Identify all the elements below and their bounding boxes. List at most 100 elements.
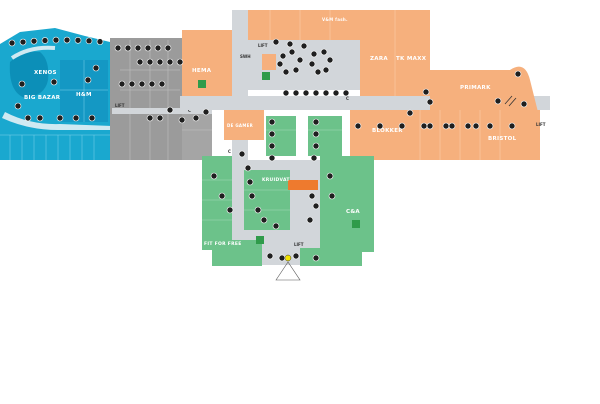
unit-pin[interactable] [272, 222, 280, 230]
unit-pin[interactable] [166, 106, 174, 114]
unit-pin[interactable] [146, 114, 154, 122]
unit-pin[interactable] [310, 154, 318, 162]
unit-pin[interactable] [292, 66, 300, 74]
unit-pin[interactable] [308, 60, 316, 68]
unit-pin[interactable] [422, 88, 430, 96]
unit-pin[interactable] [96, 38, 104, 45]
unit-pin[interactable] [36, 114, 44, 122]
unit-pin[interactable] [300, 42, 308, 50]
unit-pin[interactable] [426, 98, 434, 106]
unit-pin[interactable] [244, 164, 252, 172]
unit-pin[interactable] [8, 39, 16, 47]
unit-pin[interactable] [260, 216, 268, 224]
unit-pin[interactable] [128, 80, 136, 88]
unit-pin[interactable] [114, 44, 122, 52]
unit-pin[interactable] [74, 36, 82, 44]
unit-pin[interactable] [138, 80, 146, 88]
unit-pin[interactable] [52, 36, 60, 44]
unit-pin[interactable] [218, 192, 226, 200]
unit-pin[interactable] [118, 80, 126, 88]
unit-pin[interactable] [248, 192, 256, 200]
unit-pin[interactable] [312, 254, 320, 262]
unit-pin[interactable] [178, 116, 186, 124]
unit-pin[interactable] [268, 142, 276, 150]
unit-pin[interactable] [282, 68, 290, 76]
unit-pin[interactable] [266, 252, 274, 260]
unit-pin[interactable] [464, 122, 472, 130]
unit-pin[interactable] [272, 38, 280, 46]
unit-pin[interactable] [14, 102, 22, 110]
unit-pin[interactable] [88, 114, 96, 122]
unit-pin[interactable] [376, 122, 384, 130]
unit-pin[interactable] [472, 122, 480, 130]
unit-pin[interactable] [24, 114, 32, 122]
unit-pin[interactable] [286, 40, 294, 48]
unit-pin[interactable] [494, 97, 502, 105]
unit-pin[interactable] [246, 178, 254, 186]
unit-pin[interactable] [312, 89, 320, 97]
unit-pin[interactable] [124, 44, 132, 52]
unit-pin[interactable] [288, 48, 296, 56]
unit-pin[interactable] [320, 48, 328, 56]
unit-pin[interactable] [268, 118, 276, 126]
unit-pin[interactable] [306, 216, 314, 224]
unit-pin[interactable] [312, 142, 320, 150]
unit-pin[interactable] [176, 58, 184, 66]
unit-pin[interactable] [279, 52, 287, 60]
unit-pin[interactable] [226, 206, 234, 214]
unit-pin[interactable] [292, 89, 300, 97]
unit-pin[interactable] [50, 78, 58, 86]
unit-pin[interactable] [254, 206, 262, 214]
unit-pin[interactable] [134, 44, 142, 52]
unit-pin[interactable] [144, 44, 152, 52]
unit-pin[interactable] [276, 60, 284, 68]
unit-pin[interactable] [398, 122, 406, 130]
unit-pin[interactable] [148, 80, 156, 88]
unit-pin[interactable] [486, 122, 494, 130]
unit-pin[interactable] [326, 56, 334, 64]
unit-pin[interactable] [268, 130, 276, 138]
unit-pin[interactable] [342, 89, 350, 97]
unit-pin[interactable] [308, 192, 316, 200]
unit-pin[interactable] [156, 114, 164, 122]
unit-pin[interactable] [426, 122, 434, 130]
unit-pin[interactable] [514, 70, 522, 78]
unit-pin[interactable] [302, 89, 310, 97]
unit-pin[interactable] [85, 37, 93, 45]
unit-pin[interactable] [166, 58, 174, 66]
unit-pin[interactable] [238, 150, 246, 158]
unit-pin[interactable] [72, 114, 80, 122]
unit-pin[interactable] [354, 122, 362, 130]
unit-pin[interactable] [30, 37, 38, 45]
unit-pin[interactable] [282, 89, 290, 97]
unit-pin[interactable] [18, 80, 26, 88]
unit-pin[interactable] [312, 202, 320, 210]
unit-pin[interactable] [520, 100, 528, 108]
unit-pin[interactable] [202, 108, 210, 116]
unit-pin[interactable] [312, 118, 320, 126]
unit-pin[interactable] [278, 254, 286, 262]
unit-pin[interactable] [19, 38, 27, 46]
unit-pin[interactable] [326, 172, 334, 180]
unit-pin[interactable] [292, 252, 300, 260]
unit-pin[interactable] [164, 44, 172, 52]
unit-pin[interactable] [508, 122, 516, 130]
unit-pin[interactable] [448, 122, 456, 130]
unit-pin[interactable] [92, 64, 100, 72]
unit-pin[interactable] [322, 89, 330, 97]
unit-pin[interactable] [158, 80, 166, 88]
unit-pin[interactable] [192, 114, 200, 122]
unit-pin[interactable] [41, 37, 49, 44]
unit-pin[interactable] [268, 154, 276, 162]
unit-pin[interactable] [406, 109, 414, 117]
unit-pin[interactable] [63, 36, 71, 44]
unit-pin[interactable] [296, 56, 304, 64]
unit-pin[interactable] [84, 76, 92, 84]
unit-pin[interactable] [314, 68, 322, 76]
unit-pin[interactable] [312, 130, 320, 138]
unit-pin[interactable] [154, 44, 162, 52]
unit-pin[interactable] [322, 66, 330, 74]
unit-pin[interactable] [332, 89, 340, 97]
unit-pin[interactable] [156, 58, 164, 66]
unit-pin[interactable] [310, 50, 318, 58]
